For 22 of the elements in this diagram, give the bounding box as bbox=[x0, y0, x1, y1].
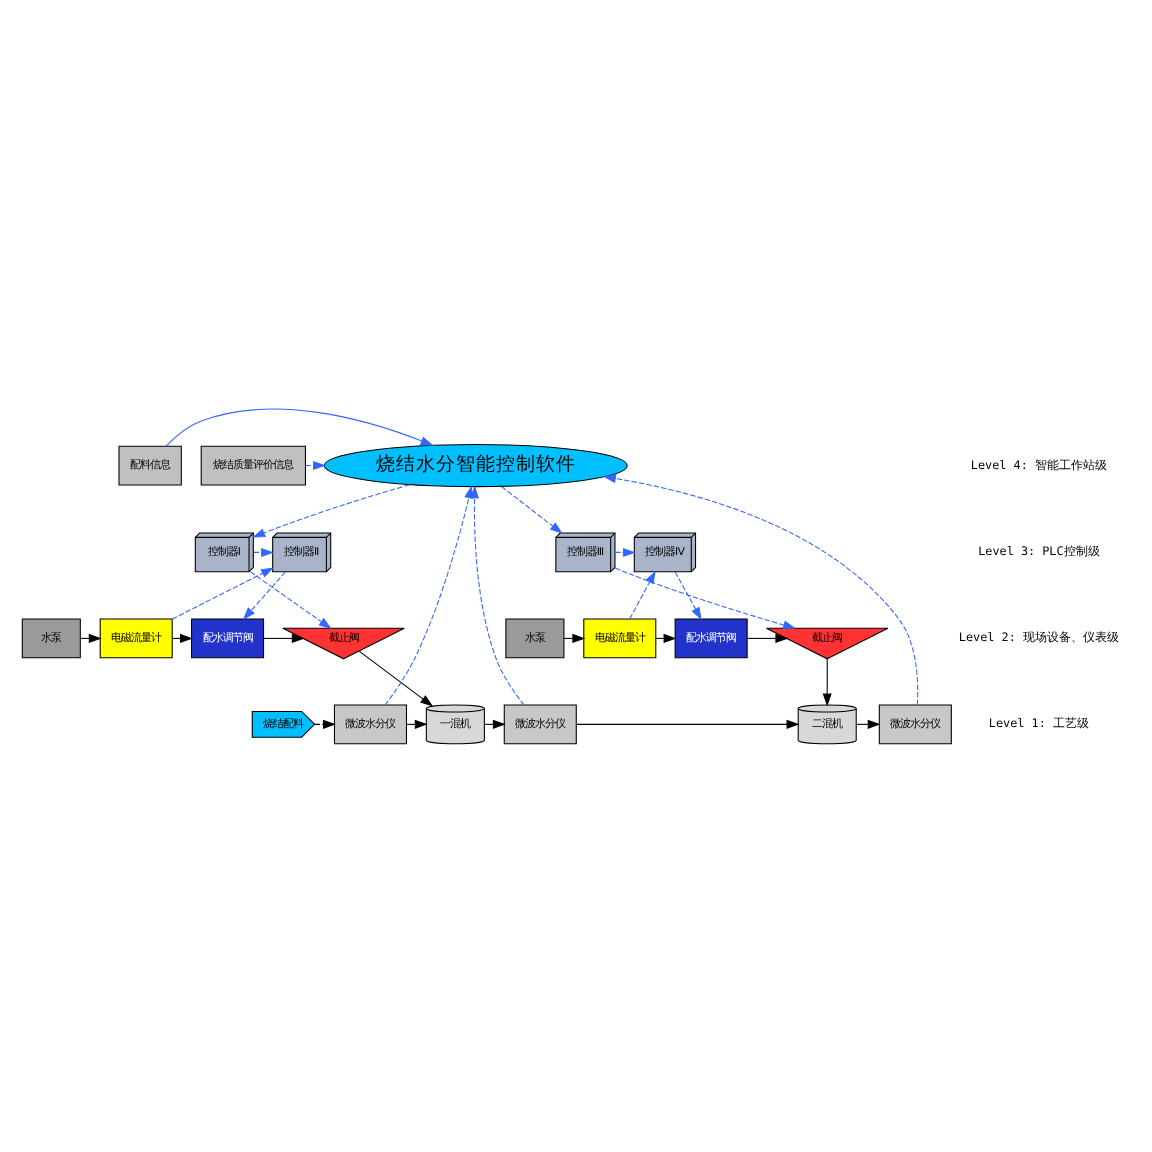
arrow bbox=[252, 484, 410, 538]
arrow bbox=[249, 571, 332, 629]
arrow bbox=[165, 408, 434, 447]
arrow bbox=[470, 485, 525, 706]
arrow bbox=[629, 570, 656, 620]
arrow bbox=[746, 633, 789, 643]
arrow bbox=[171, 567, 274, 620]
arrow bbox=[855, 719, 881, 729]
arrow bbox=[253, 547, 275, 557]
arrow bbox=[263, 633, 305, 643]
arrow bbox=[575, 719, 800, 729]
arrow bbox=[674, 571, 702, 621]
arrow bbox=[242, 571, 286, 620]
arrow bbox=[79, 633, 102, 643]
arrow bbox=[614, 547, 636, 557]
arrow bbox=[314, 719, 336, 729]
node-ellipse: 烧结水分智能控制软件 bbox=[323, 443, 628, 488]
arrow bbox=[614, 567, 796, 630]
arrow bbox=[822, 658, 832, 707]
arrow bbox=[603, 474, 919, 706]
arrow bbox=[501, 486, 563, 534]
arrow bbox=[358, 650, 434, 707]
